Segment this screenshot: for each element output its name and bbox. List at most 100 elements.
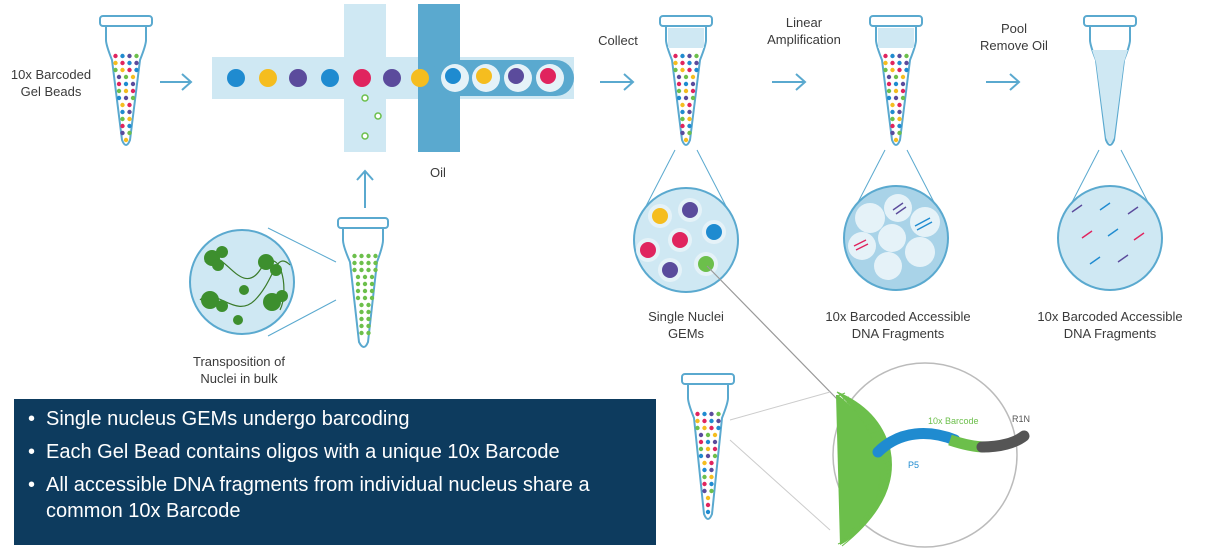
bead-dot — [687, 60, 692, 66]
chip-bead — [227, 69, 245, 87]
bead-dot — [698, 439, 704, 445]
bead-dot — [695, 411, 700, 417]
chip-bead — [411, 69, 429, 87]
bead-dot — [362, 288, 368, 294]
summary-item: common 10x Barcode — [46, 500, 241, 522]
bead-dot — [709, 418, 714, 424]
bead-dot — [687, 123, 692, 129]
bead-dot — [359, 302, 364, 308]
bead-dot — [359, 330, 364, 336]
bead-dot — [120, 102, 125, 108]
bead-dot — [355, 288, 361, 294]
bead-dot — [900, 74, 906, 80]
summary-item: •Each Gel Bead contains oligos with a un… — [28, 441, 560, 463]
chip-bead — [289, 69, 307, 87]
bead-dot — [886, 81, 892, 87]
arrow-amplify — [772, 73, 807, 91]
bead-dot — [366, 302, 371, 308]
bead-dot — [683, 74, 689, 80]
gems-tube — [633, 15, 739, 293]
bead-dot — [890, 116, 895, 122]
oligo-strand — [862, 513, 870, 518]
oligo-strand — [859, 517, 867, 522]
oligo-strand — [855, 521, 864, 526]
oligo-strand — [862, 419, 870, 424]
gem-bead — [640, 242, 656, 258]
bead-dot — [904, 53, 909, 59]
bead-dot — [695, 418, 700, 424]
oligo-strand — [852, 407, 860, 412]
bead-dot — [120, 53, 125, 59]
oligo-strand — [882, 476, 891, 480]
bead-dot — [127, 60, 132, 66]
oligo-strand — [859, 415, 867, 420]
bead-dot — [897, 130, 902, 136]
oligo-strand — [882, 457, 891, 461]
bead-dot — [127, 67, 132, 73]
bead-dot — [890, 102, 895, 108]
bead-dot — [352, 253, 357, 259]
amplified-tube — [843, 15, 949, 291]
gel-beads-label-line1: 10x Barcoded — [10, 67, 92, 82]
bead-dot — [705, 432, 711, 438]
bead-dot — [362, 281, 368, 287]
droplet-bead — [476, 68, 492, 84]
bead-dot — [134, 53, 139, 59]
bead-dot — [673, 60, 678, 66]
bead-dot — [127, 53, 132, 59]
bead-dot — [127, 116, 132, 122]
bead-dot — [120, 116, 125, 122]
bead-dot — [702, 460, 707, 466]
bead-dot — [123, 81, 129, 87]
barcoded-fragments-2-line1: 10x Barcoded Accessible — [1037, 309, 1183, 324]
bead-dot — [116, 81, 122, 87]
bead-dot — [897, 116, 902, 122]
oligo-strand — [837, 392, 846, 397]
bead-dot — [373, 260, 378, 266]
gem-bead — [682, 202, 698, 218]
bead-dot — [897, 60, 902, 66]
bead-dot — [362, 274, 368, 280]
bead-dot — [113, 60, 118, 66]
bead-dot — [897, 102, 902, 108]
single-nuclei-gems-label-line2: GEMs — [667, 326, 705, 341]
bead-dot — [698, 432, 704, 438]
pool-remove-oil-label-line1: Pool — [1000, 21, 1028, 36]
bead-dot — [690, 88, 696, 94]
gem-bead — [706, 224, 722, 240]
transposition-label-line1: Transposition of — [192, 354, 285, 369]
chip-bead — [321, 69, 339, 87]
bead-dot — [695, 425, 700, 431]
bead-dot — [120, 109, 125, 115]
bead-dot — [702, 411, 707, 417]
bead-dot — [120, 130, 125, 136]
summary-list: •Single nucleus GEMs undergo barcoding •… — [14, 399, 656, 523]
bead-dot — [130, 74, 136, 80]
bead-dot — [904, 60, 909, 66]
bead-dot — [113, 53, 118, 59]
bead-tube — [681, 373, 735, 520]
bead-dot — [709, 411, 714, 417]
bead-dot — [705, 495, 711, 501]
summary-item: •All accessible DNA fragments from indiv… — [28, 474, 590, 496]
bead-dot — [900, 88, 906, 94]
bead-dot — [886, 74, 892, 80]
bead-dot — [123, 88, 129, 94]
bead-dot — [883, 60, 888, 66]
microfluidic-chip — [212, 4, 574, 152]
oligo-strand — [868, 506, 876, 511]
oligo-strand — [865, 422, 873, 427]
bead-dot — [123, 74, 129, 80]
bead-dot — [127, 130, 132, 136]
bead-dot — [705, 509, 711, 515]
bead-dot — [123, 137, 129, 143]
bead-dot — [683, 88, 689, 94]
arrow-collect — [600, 73, 635, 91]
barcoded-fragments-2-line2: DNA Fragments — [1063, 326, 1157, 341]
bead-dot — [676, 88, 682, 94]
bead-dot — [366, 330, 371, 336]
bead-dot — [134, 60, 139, 66]
bead-dot — [116, 74, 122, 80]
bead-dot — [716, 425, 721, 431]
bead-dot — [680, 102, 685, 108]
